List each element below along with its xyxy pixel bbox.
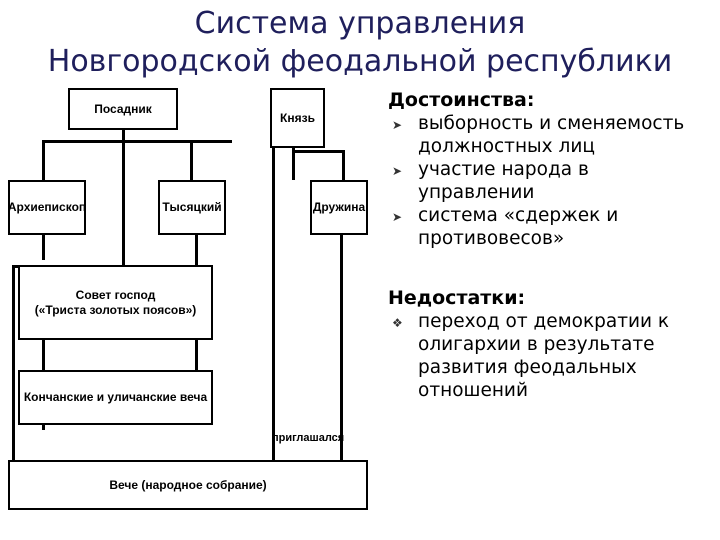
governance-diagram: Посадник Князь Архиепископ Тысяцкий Друж… (0, 80, 375, 540)
title-line-1: Система управления (194, 6, 526, 41)
advantage-item: ➤ участие народа в управлении (388, 158, 708, 204)
knyaz-label: Князь (280, 110, 315, 125)
connector (190, 140, 193, 180)
connector (42, 230, 45, 260)
advantage-text: выборность и сменяемость должностных лиц (418, 113, 685, 157)
disadvantage-item: ❖ переход от демократии к олигархии в ре… (388, 310, 708, 402)
tysyatsky-label: Тысяцкий (162, 200, 222, 214)
advantage-text: участие народа в управлении (418, 159, 589, 203)
priglashalsya-label: приглашался (272, 432, 345, 444)
connector (195, 215, 198, 265)
connector (292, 150, 342, 153)
veche-label: Вече (народное собрание) (109, 477, 267, 492)
disadvantage-text: переход от демократии к олигархии в резу… (418, 311, 670, 401)
connector (42, 140, 45, 180)
connector (42, 140, 232, 143)
connector (342, 150, 345, 192)
posadnik-box: Посадник (68, 88, 178, 130)
advantage-item: ➤ система «сдержек и противовесов» (388, 204, 708, 250)
advantages-heading: Достоинства: (388, 89, 535, 111)
arrow-bullet-icon: ➤ (392, 164, 403, 178)
arkhiepiskop-label: Архиепископ (7, 200, 87, 214)
sovet-gospod-label: Совет господ (75, 287, 156, 302)
connector (340, 240, 343, 460)
arrow-bullet-icon: ➤ (392, 118, 403, 132)
arrow-bullet-icon: ➤ (392, 210, 403, 224)
druzhina-box: Дружина (310, 180, 368, 235)
arkhiepiskop-box: Архиепископ (8, 180, 86, 235)
disadvantages-heading: Недостатки: (388, 287, 526, 309)
knyaz-box: Князь (270, 88, 325, 148)
druzhina-label: Дружина (312, 200, 366, 214)
advantage-text: система «сдержек и противовесов» (418, 205, 619, 249)
title-line-2: Новгородской феодальной республики (47, 44, 673, 79)
connector (12, 265, 15, 465)
connector (272, 140, 275, 460)
connector (122, 140, 125, 265)
tysyatsky-box: Тысяцкий (158, 180, 226, 235)
evaluation-panel: Достоинства: ➤ выборность и сменяемость … (388, 88, 708, 402)
sovet-gospod-sublabel: («Триста золотых поясов») (34, 302, 197, 317)
diamond-bullet-icon: ❖ (392, 316, 403, 330)
sovet-gospod-box: Совет господ («Триста золотых поясов») (18, 265, 213, 340)
connector (122, 128, 125, 143)
konchanskie-veche-box: Кончанские и уличанские веча (18, 370, 213, 425)
connector (292, 140, 295, 180)
posadnik-label: Посадник (94, 101, 152, 116)
konchanskie-veche-label: Кончанские и уличанские веча (23, 390, 208, 404)
veche-box: Вече (народное собрание) (8, 460, 368, 510)
advantage-item: ➤ выборность и сменяемость должностных л… (388, 112, 708, 158)
